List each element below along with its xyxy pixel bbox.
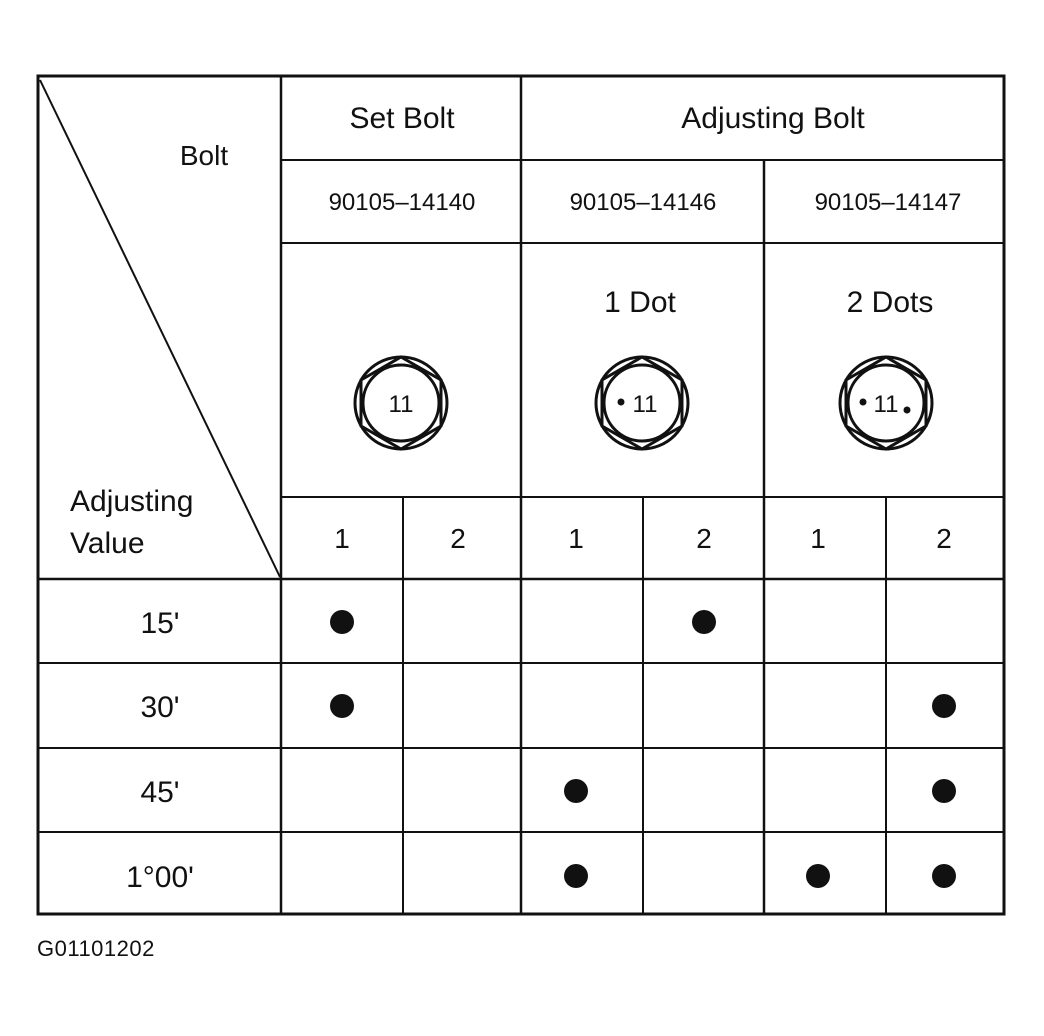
marking-1-dot: 1 Dot [604,286,676,319]
marking-2-dots: 2 Dots [847,286,934,319]
selection-mark [330,610,354,634]
bolt-dot-mark [859,398,867,406]
sub-column-label: 1 [568,523,584,554]
group-header-adjusting-bolt: Adjusting Bolt [681,102,865,135]
selection-mark [932,779,956,803]
part-number-2-dots: 90105–14147 [815,189,962,216]
sub-column-label: 1 [810,523,826,554]
selection-mark [932,694,956,718]
bolt-head-1-dot-icon [594,355,690,451]
selection-marks [330,610,956,888]
selection-mark [330,694,354,718]
part-number-set-bolt: 90105–14140 [329,189,476,216]
bolt-dot-mark [617,398,625,406]
part-number-1-dot: 90105–14146 [570,189,717,216]
row-value-label: 15' [140,607,179,640]
selection-mark [806,864,830,888]
corner-label-adjusting: Adjusting [70,485,193,518]
table-grid [36,74,1006,916]
sub-column-label: 1 [334,523,350,554]
bolt-head-icon [353,355,449,451]
row-value-label: 1°00' [126,861,194,894]
bolt-head-label: 11 [633,391,658,418]
selection-mark [932,864,956,888]
corner-diagonal [39,79,281,578]
sub-column-label: 2 [450,523,466,554]
bolt-dot-mark [903,406,911,414]
selection-mark [564,779,588,803]
bolt-head-2-dots-icon [838,355,934,451]
row-value-labels: 15' 30' 45' 1°00' [126,607,194,894]
row-value-label: 30' [140,691,179,724]
bolt-head-label: 11 [874,391,899,418]
selection-mark [564,864,588,888]
corner-label-value: Value [70,527,145,560]
row-value-label: 45' [140,776,179,809]
selection-mark [692,610,716,634]
sub-column-label: 2 [936,523,952,554]
group-header-set-bolt: Set Bolt [349,102,455,135]
sub-column-label: 2 [696,523,712,554]
corner-label-bolt: Bolt [180,140,228,171]
figure-code: G01101202 [37,936,155,961]
sub-column-labels: 1 2 1 2 1 2 [334,523,952,554]
bolt-head-label: 11 [389,391,414,418]
